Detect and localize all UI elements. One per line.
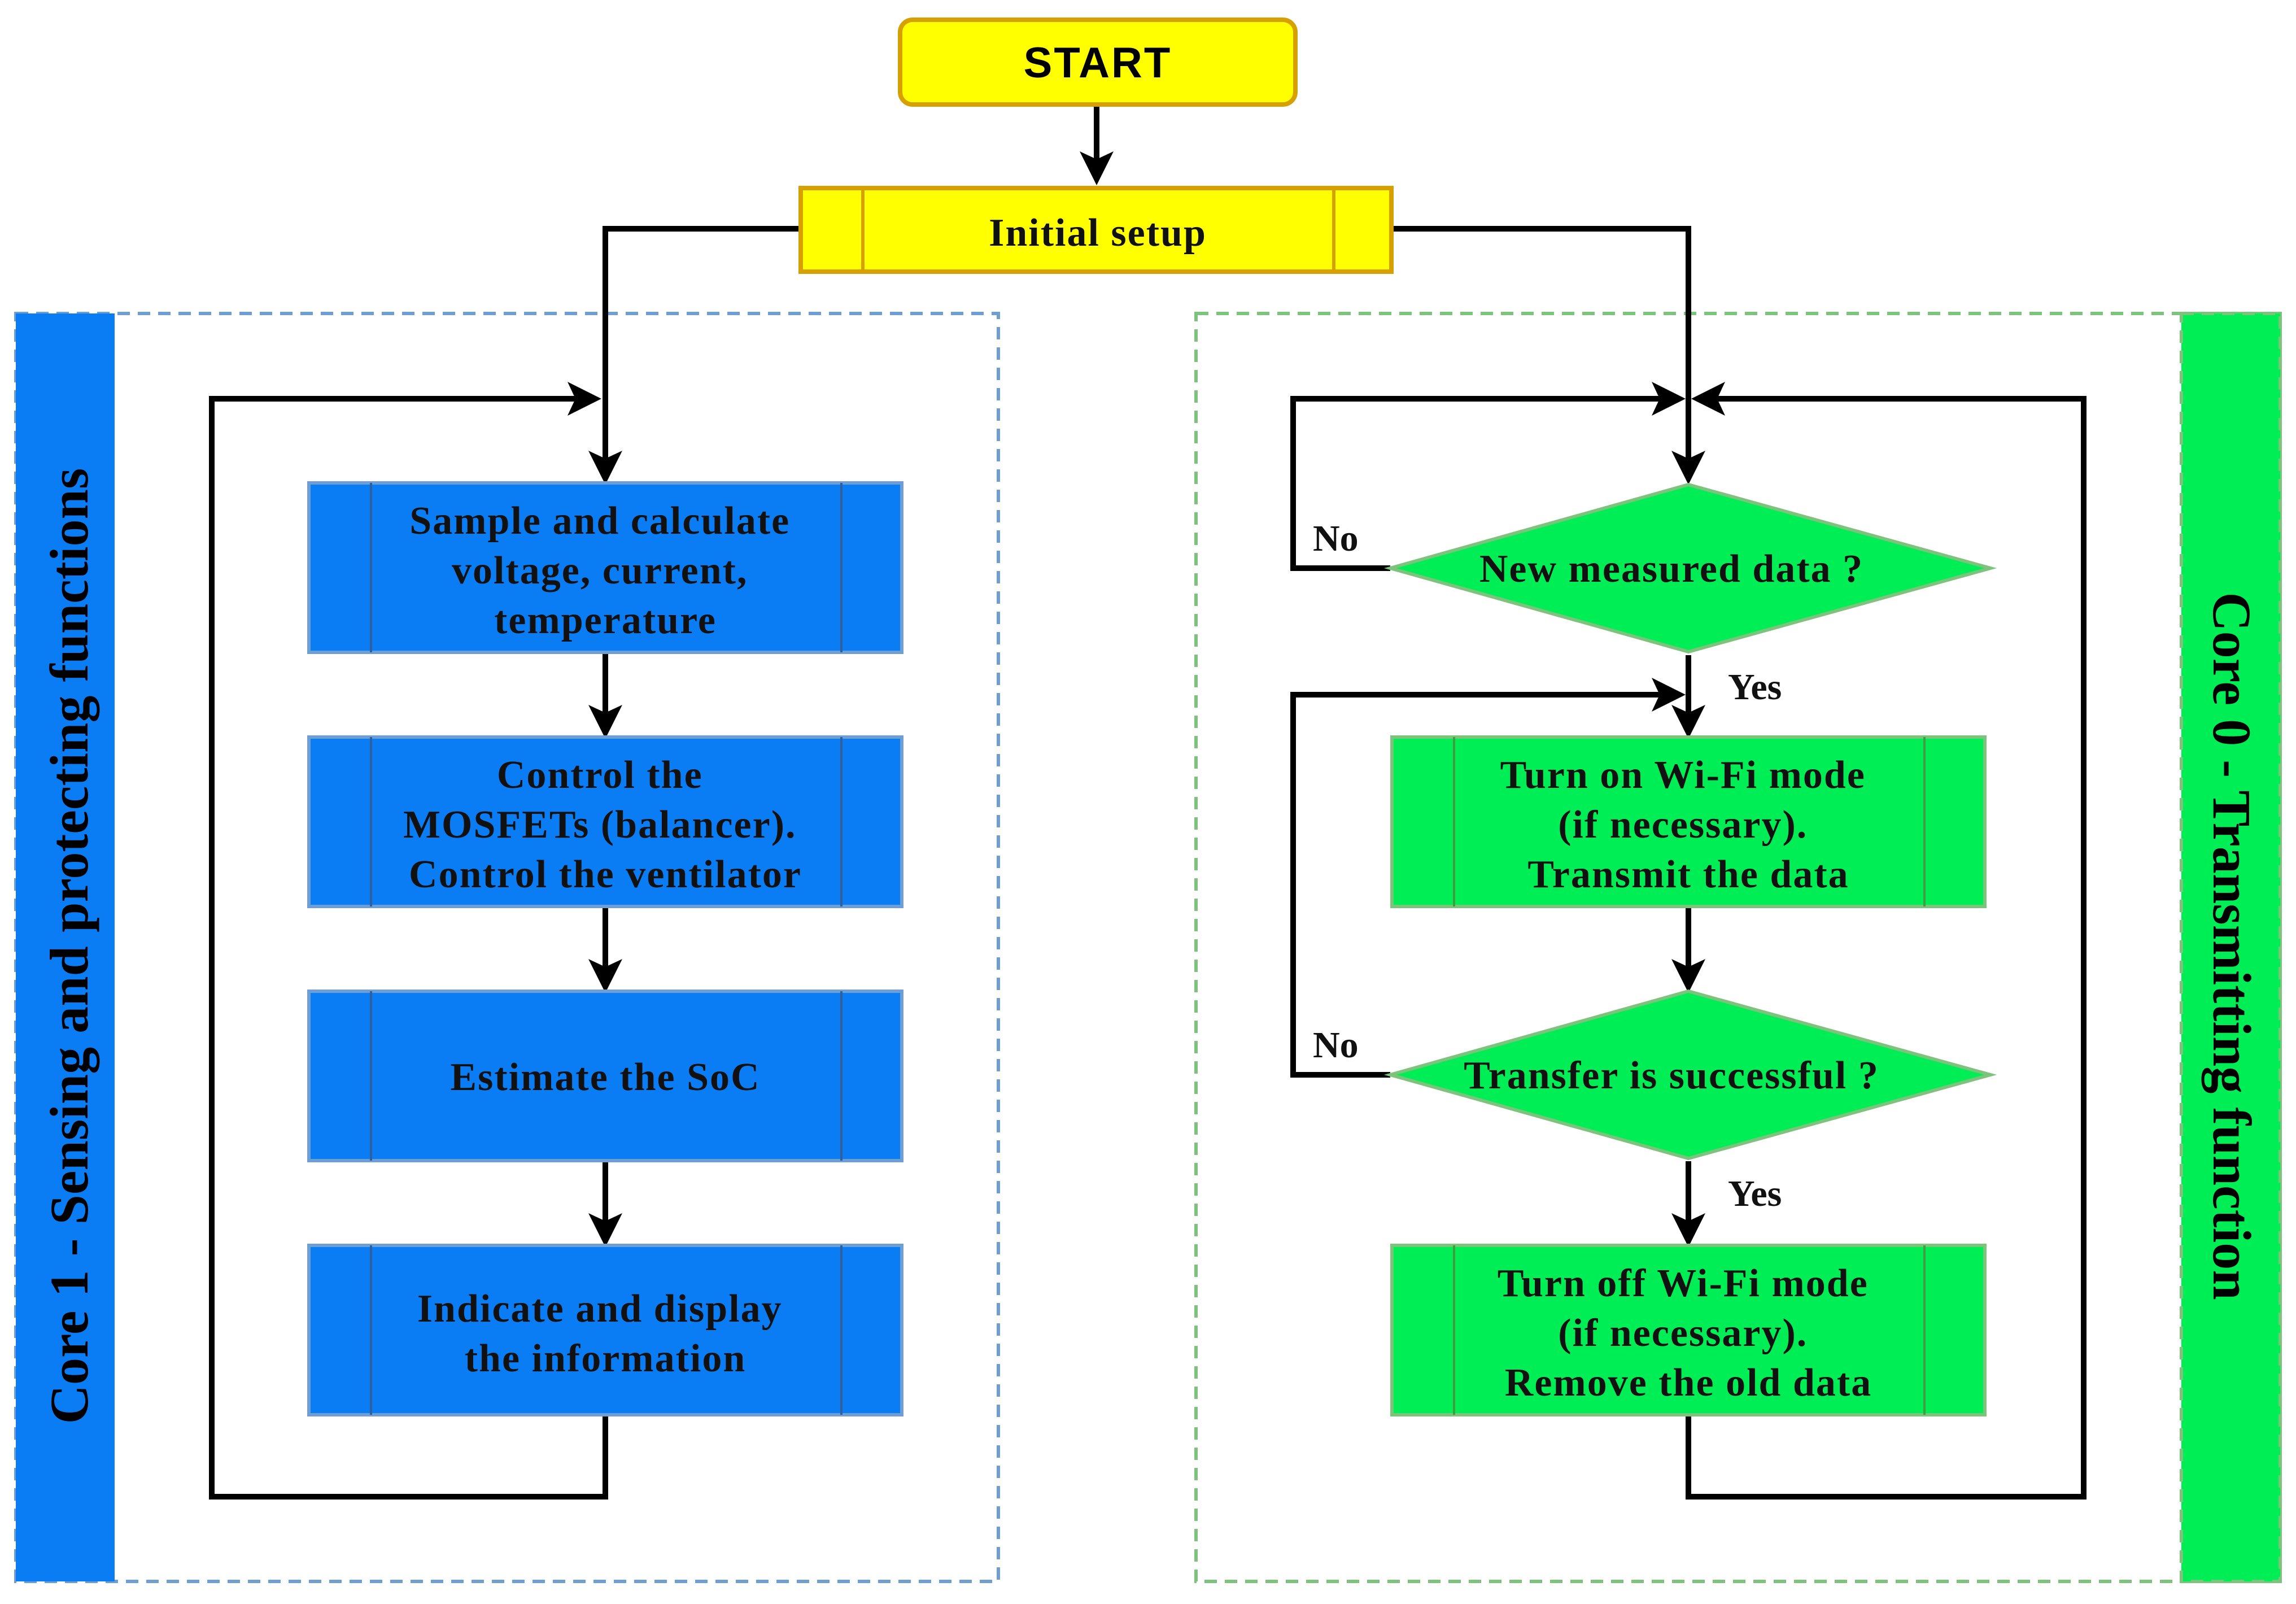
core0-step-remove-text: Turn off Wi-Fi mode (if necessary). Remo… — [1498, 1262, 1880, 1405]
connectors — [209, 104, 2087, 1500]
core1-step-control-text: Control the MOSFETs (balancer). Control … — [403, 753, 807, 896]
core0-step-transmit-line-1: Turn on Wi-Fi mode — [1500, 753, 1866, 797]
core0-decision-transfer: Transfer is successful ? — [1383, 989, 1997, 1161]
start-node: START — [898, 18, 1298, 107]
decision-transfer-label: Transfer is successful ? — [1464, 1054, 1879, 1097]
core1-step-estimate: Estimate the SoC — [307, 990, 903, 1162]
core1-step-indicate-line-1: Indicate and display — [417, 1287, 783, 1331]
core0-step-remove-line-3: Remove the old data — [1505, 1361, 1872, 1405]
connector-core1-loop — [209, 382, 608, 1500]
core1-step-sample-line-1: Sample and calculate — [409, 499, 790, 543]
core0-decision-new-data: New measured data ? — [1383, 482, 1997, 654]
connector-setup-core0 — [1393, 226, 1705, 485]
core0-step-transmit-line-3: Transmit the data — [1527, 853, 1849, 896]
core1-step-control-line-2: MOSFETs (balancer). — [403, 803, 797, 847]
core0-step-transmit-text: Turn on Wi-Fi mode (if necessary). Trans… — [1500, 753, 1877, 896]
core0-step-remove-line-1: Turn off Wi-Fi mode — [1498, 1262, 1869, 1305]
core0-lane-title: Core 0 - Transmitting function — [2202, 592, 2262, 1300]
decision-new-data-yes-label: Yes — [1728, 666, 1782, 708]
core0-step-transmit: Turn on Wi-Fi mode (if necessary). Trans… — [1390, 735, 1987, 908]
core1-step-sample-line-2: voltage, current, — [452, 549, 748, 592]
connector-decision2-no — [1290, 678, 1686, 1078]
decision-new-data-no-label: No — [1313, 518, 1359, 559]
decision-transfer-yes-label: Yes — [1728, 1173, 1782, 1214]
core0-step-transmit-line-2: (if necessary). — [1558, 803, 1808, 847]
setup-node: Initial setup — [798, 186, 1394, 274]
connector-core0-loop — [1686, 382, 2087, 1500]
core1-step-control: Control the MOSFETs (balancer). Control … — [307, 735, 903, 908]
core1-step-control-line-1: Control the — [497, 753, 703, 797]
core1-step-estimate-line-1: Estimate the SoC — [450, 1056, 760, 1099]
core1-step-control-line-3: Control the ventilator — [409, 853, 802, 896]
core0-step-remove-line-2: (if necessary). — [1558, 1311, 1808, 1355]
core1-step-sample: Sample and calculate voltage, current, t… — [307, 481, 903, 654]
core1-step-sample-text: Sample and calculate voltage, current, t… — [409, 499, 801, 642]
setup-label: Initial setup — [989, 211, 1207, 255]
core0-step-remove: Turn off Wi-Fi mode (if necessary). Remo… — [1390, 1244, 1987, 1416]
core1-step-indicate-text: Indicate and display the information — [417, 1287, 793, 1380]
connector-decision1-no — [1290, 382, 1686, 571]
core0-lane-header — [2180, 312, 2282, 1583]
decision-transfer-no-label: No — [1313, 1025, 1359, 1066]
start-label: START — [1024, 39, 1172, 87]
core1-step-sample-line-3: temperature — [494, 599, 717, 642]
core1-step-indicate-line-2: the information — [465, 1337, 747, 1380]
connector-setup-core1 — [588, 226, 799, 485]
core1-step-estimate-text: Estimate the SoC — [450, 1056, 760, 1099]
core1-lane-header — [16, 313, 115, 1581]
core1-step-indicate: Indicate and display the information — [307, 1244, 903, 1416]
core1-lane-title: Core 1 - Sensing and protecting function… — [39, 468, 99, 1424]
decision-new-data-label: New measured data ? — [1479, 547, 1863, 591]
